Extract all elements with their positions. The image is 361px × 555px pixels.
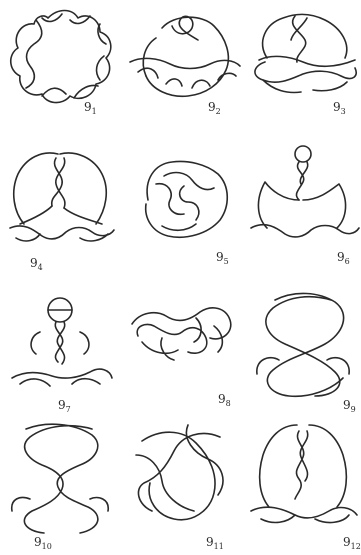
knot-cell-9-8: 98 [122, 280, 242, 418]
knot-label-9-11: 911 [206, 535, 224, 551]
knot-9-10-diagram [0, 415, 120, 553]
knot-cell-9-3: 93 [243, 0, 361, 138]
knot-9-3-diagram [243, 0, 361, 138]
knot-label-9-8: 98 [218, 392, 231, 408]
knot-label-9-4: 94 [30, 256, 43, 272]
knot-cell-9-5: 95 [122, 140, 242, 278]
knot-9-1-diagram [0, 0, 120, 138]
knot-label-9-3: 93 [333, 100, 346, 116]
knot-label-9-12: 912 [343, 535, 361, 551]
knot-label-9-10: 910 [34, 535, 52, 551]
knot-cell-9-6: 96 [243, 140, 361, 278]
knot-cell-9-9: 99 [243, 280, 361, 418]
knot-9-2-diagram [122, 0, 242, 138]
knot-9-4-diagram [0, 140, 120, 278]
knot-cell-9-4: 94 [0, 140, 120, 278]
knot-cell-9-10: 910 [0, 415, 120, 553]
knot-label-9-7: 97 [58, 398, 71, 414]
knot-cell-9-7: 97 [0, 280, 120, 418]
knot-label-9-6: 96 [337, 250, 350, 266]
knot-label-9-9: 99 [343, 398, 356, 414]
knot-cell-9-1: 91 [0, 0, 120, 138]
knot-9-11-diagram [122, 415, 242, 553]
knot-cell-9-2: 92 [122, 0, 242, 138]
knot-cell-9-12: 912 [243, 415, 361, 553]
knot-9-12-diagram [243, 415, 361, 553]
knot-label-9-2: 92 [208, 100, 221, 116]
knot-label-9-5: 95 [216, 250, 229, 266]
knot-cell-9-11: 911 [122, 415, 242, 553]
knot-label-9-1: 91 [84, 100, 97, 116]
